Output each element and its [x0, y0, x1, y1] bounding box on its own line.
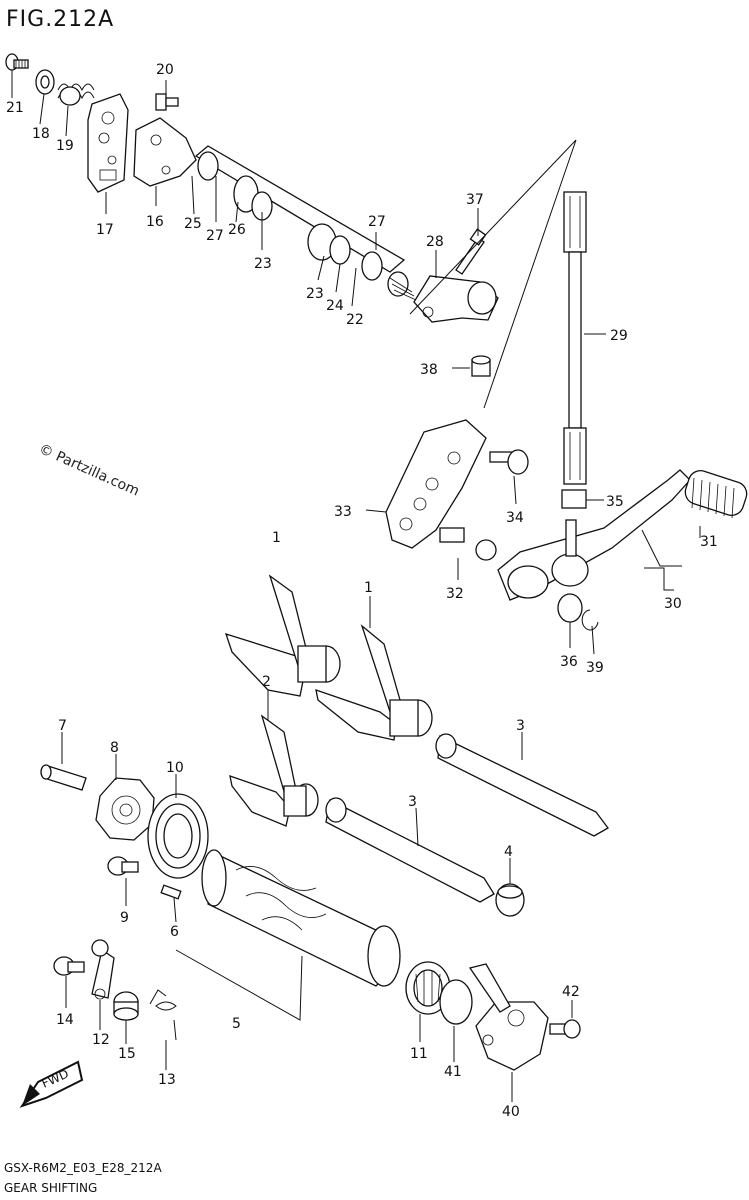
part-4-cap — [495, 883, 525, 917]
callout-4: 4 — [504, 844, 513, 860]
part-5-shift-drum — [201, 849, 401, 987]
part-32-ball-joint — [439, 527, 497, 561]
callout-17: 17 — [96, 222, 114, 238]
shift-forks-and-rods — [224, 574, 609, 917]
callout-24: 24 — [326, 298, 344, 314]
callout-35: 35 — [606, 494, 624, 510]
callout-34: 34 — [506, 510, 524, 526]
part-36-washer — [557, 593, 583, 623]
part-23-shift-shaft — [194, 145, 417, 301]
part-19-spring — [57, 83, 95, 106]
part-28-shift-lever — [413, 275, 499, 323]
callout-41: 41 — [444, 1064, 462, 1080]
part-15-collar — [113, 991, 139, 1021]
part-17-plate — [87, 93, 129, 193]
upper-shaft-assembly — [5, 53, 499, 377]
leader-lines — [11, 70, 701, 1102]
part-31-pedal-rubber — [684, 470, 748, 519]
callout-38: 38 — [420, 362, 438, 378]
callout-14: 14 — [56, 1012, 74, 1028]
callout-1-a: 1 — [272, 530, 281, 546]
shift-drum-assembly — [40, 764, 581, 1071]
callout-11: 11 — [410, 1046, 428, 1062]
callout-20: 20 — [156, 62, 174, 78]
callout-8: 8 — [110, 740, 119, 756]
callout-39: 39 — [586, 660, 604, 676]
part-39-circlip — [581, 609, 599, 631]
part-3-fork-rod-b — [325, 797, 495, 903]
part-14-bolt — [53, 956, 85, 976]
part-12-stopper-arm — [91, 939, 115, 1000]
pedal-linkage-assembly — [385, 191, 748, 631]
callout-19: 19 — [56, 138, 74, 154]
callout-1-b: 1 — [364, 580, 373, 596]
fwd-direction-badge: FWD — [19, 1060, 84, 1108]
callout-27-b: 27 — [368, 214, 386, 230]
part-34-bolt — [489, 449, 529, 475]
callout-23-b: 23 — [306, 286, 324, 302]
part-35-nut — [561, 489, 587, 509]
part-11-needle-bearing — [405, 961, 451, 1015]
callout-29: 29 — [610, 328, 628, 344]
callout-3-b: 3 — [408, 794, 417, 810]
callout-15: 15 — [118, 1046, 136, 1062]
callout-27-a: 27 — [206, 228, 224, 244]
part-40-gear-position-sensor — [468, 963, 549, 1071]
part-8-cam-plate — [95, 777, 155, 841]
part-1-shift-fork-b — [315, 624, 433, 741]
part-20-bolt — [155, 93, 179, 111]
callout-31: 31 — [700, 534, 718, 550]
callout-21: 21 — [6, 100, 24, 116]
callout-28: 28 — [426, 234, 444, 250]
figure-code: GSX-R6M2_E03_E28_212A — [4, 1161, 162, 1175]
part-42-bolt — [549, 1019, 581, 1039]
part-2-shift-fork — [229, 714, 319, 827]
callout-40: 40 — [502, 1104, 520, 1120]
callout-42: 42 — [562, 984, 580, 1000]
callout-6: 6 — [170, 924, 179, 940]
callout-18: 18 — [32, 126, 50, 142]
part-21-bolt — [5, 53, 29, 71]
part-30-shift-pedal — [497, 469, 691, 601]
callout-36: 36 — [560, 654, 578, 670]
callout-30: 30 — [664, 596, 682, 612]
part-38-nut — [471, 355, 491, 377]
callout-13: 13 — [158, 1072, 176, 1088]
callout-32: 32 — [446, 586, 464, 602]
part-10-bearing — [147, 793, 209, 879]
part-3-fork-rod-a — [435, 733, 609, 837]
callout-23-a: 23 — [254, 256, 272, 272]
part-41-o-ring — [439, 979, 473, 1025]
callout-12: 12 — [92, 1032, 110, 1048]
part-1-shift-fork-a — [224, 574, 341, 697]
callouts: 21 18 19 20 17 16 25 27 26 23 27 23 24 2… — [6, 62, 718, 1120]
part-18-washer — [35, 69, 55, 95]
part-33-link-arm — [385, 419, 487, 549]
callout-3-a: 3 — [516, 718, 525, 734]
callout-22: 22 — [346, 312, 364, 328]
figure-title: FIG.212A — [6, 7, 114, 32]
part-7-pin — [40, 764, 87, 791]
figure-name: GEAR SHIFTING — [4, 1181, 97, 1195]
part-29-shift-rod — [563, 191, 587, 485]
part-37-bolt — [455, 228, 487, 275]
part-13-spring — [149, 989, 177, 1041]
callout-10: 10 — [166, 760, 184, 776]
callout-9: 9 — [120, 910, 129, 926]
part-16-shift-shaft-arm — [133, 117, 197, 187]
part-9-bolt — [107, 856, 139, 876]
watermark: © Partzilla.com — [36, 441, 141, 500]
callout-7: 7 — [58, 718, 67, 734]
part-6-pin — [160, 884, 182, 900]
callout-37: 37 — [466, 192, 484, 208]
callout-16: 16 — [146, 214, 164, 230]
callout-26: 26 — [228, 222, 246, 238]
callout-33: 33 — [334, 504, 352, 520]
callout-2: 2 — [262, 674, 271, 690]
callout-25: 25 — [184, 216, 202, 232]
callout-5: 5 — [232, 1016, 241, 1032]
